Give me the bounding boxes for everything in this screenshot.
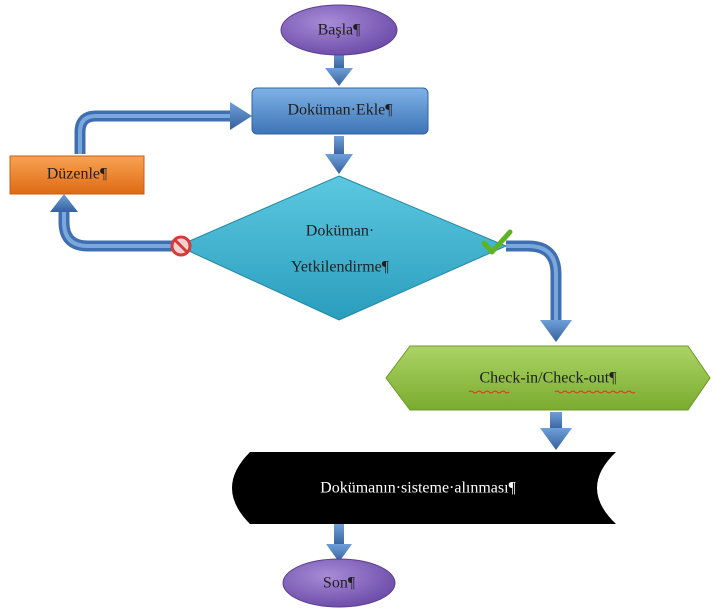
- document-intake-label: Dokümanın·sisteme·alınması¶: [320, 480, 516, 497]
- red-prohibited-icon: [170, 235, 192, 257]
- authorization-label-line1: Doküman·: [306, 223, 374, 240]
- authorization-decision-node: Doküman· Yetkilendirme¶: [176, 175, 508, 321]
- checkin-checkout-label: Check-in/Check-out¶: [480, 370, 618, 387]
- green-check-icon: [481, 229, 513, 255]
- arrow-add-to-decision: [325, 136, 353, 174]
- edit-node: Düzenle¶: [9, 155, 145, 195]
- end-label: Son¶: [323, 575, 356, 592]
- arrow-approve-to-checkin: [506, 240, 572, 342]
- edit-label: Düzenle¶: [47, 166, 108, 183]
- arrow-checkin-to-intake: [540, 412, 572, 450]
- start-label: Başla¶: [318, 22, 362, 39]
- arrow-edit-to-add: [74, 102, 252, 154]
- arrow-reject-to-edit: [50, 194, 180, 252]
- authorization-label-line2: Yetkilendirme¶: [291, 259, 390, 276]
- arrow-start-to-add: [325, 50, 353, 86]
- add-document-label: Doküman·Ekle¶: [288, 102, 394, 119]
- start-node: Başla¶: [280, 4, 398, 56]
- document-intake-node: Dokümanın·sisteme·alınması¶: [232, 452, 616, 524]
- checkin-checkout-node: Check-in/Check-out¶: [385, 345, 711, 411]
- add-document-node: Doküman·Ekle¶: [251, 87, 429, 135]
- end-node: Son¶: [282, 558, 396, 608]
- arrow-intake-to-end: [326, 524, 352, 562]
